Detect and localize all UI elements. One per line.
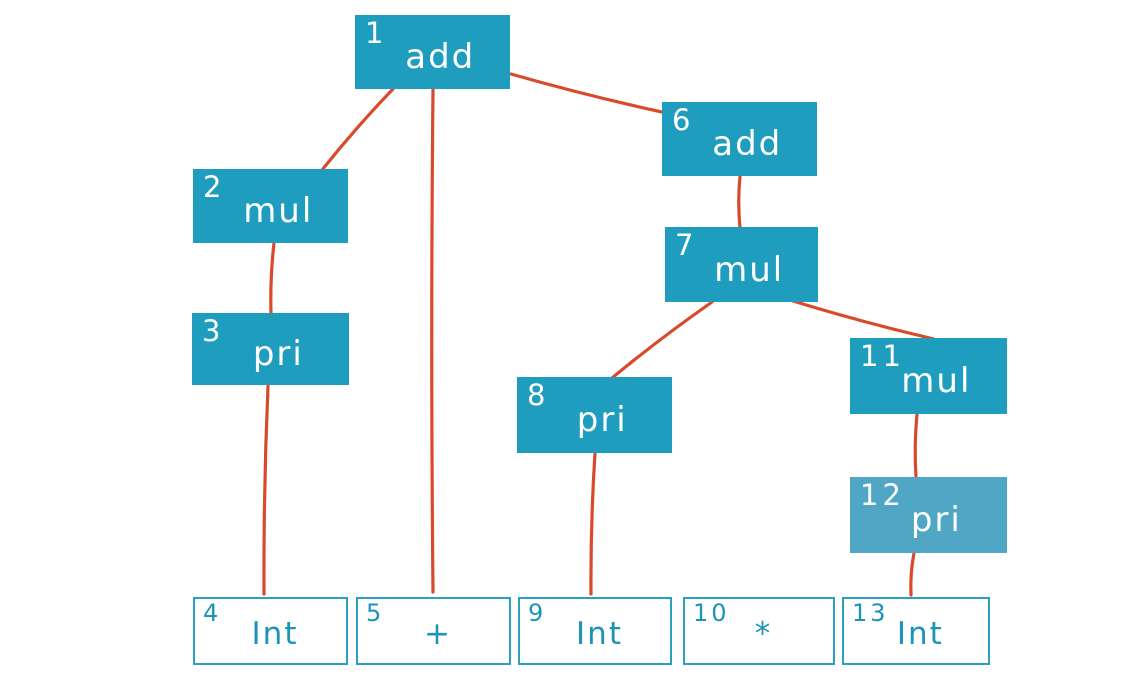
- node-label: mul: [243, 191, 314, 232]
- node-label: Int: [576, 615, 623, 652]
- node-number: 11: [860, 339, 905, 373]
- tree-edge-2-3: [269, 241, 276, 316]
- node-label: Int: [896, 615, 944, 652]
- node-number: 13: [852, 599, 889, 627]
- node-label: *: [754, 615, 773, 652]
- node-number: 4: [203, 599, 222, 627]
- node-number: 2: [203, 170, 226, 204]
- node-label: add: [405, 37, 476, 78]
- node-label: pri: [576, 400, 628, 441]
- node-number: 3: [202, 314, 225, 348]
- tree-node-10-terminal: 10 *: [683, 597, 835, 665]
- tree-edge-1-2: [320, 87, 395, 172]
- node-number: 7: [675, 228, 698, 262]
- tree-node-1-rule: 1 add: [355, 15, 510, 89]
- tree-node-7-rule: 7 mul: [665, 227, 818, 302]
- node-label: pri: [252, 334, 304, 375]
- node-number: 5: [366, 599, 385, 627]
- node-label: mul: [714, 249, 785, 290]
- tree-node-6-rule: 6 add: [662, 102, 817, 176]
- node-label: mul: [901, 361, 972, 402]
- node-number: 1: [365, 16, 388, 50]
- node-label: pri: [910, 500, 962, 541]
- node-number: 12: [860, 478, 905, 512]
- node-number: 9: [528, 599, 547, 627]
- tree-edge-11-12: [913, 412, 919, 479]
- tree-edge-6-7: [737, 174, 742, 230]
- tree-node-2-rule: 2 mul: [193, 169, 348, 243]
- tree-edge-1-6: [509, 72, 664, 114]
- node-number: 6: [672, 103, 695, 137]
- tree-edge-7-8: [610, 300, 714, 380]
- tree-node-8-rule: 8 pri: [517, 377, 672, 453]
- node-label: add: [712, 124, 783, 165]
- tree-node-5-terminal: 5+: [356, 597, 511, 665]
- tree-edge-8-9: [589, 451, 597, 596]
- tree-edge-7-11: [791, 299, 936, 341]
- node-number: 8: [527, 378, 550, 412]
- tree-edge-12-13: [909, 551, 916, 597]
- node-label: Int: [251, 615, 299, 652]
- tree-edge-3-4: [262, 384, 270, 596]
- node-label: +: [424, 615, 453, 652]
- tree-node-3-rule: 3 pri: [192, 313, 349, 385]
- node-number: 10: [693, 599, 730, 627]
- tree-edge-1-5: [430, 87, 435, 594]
